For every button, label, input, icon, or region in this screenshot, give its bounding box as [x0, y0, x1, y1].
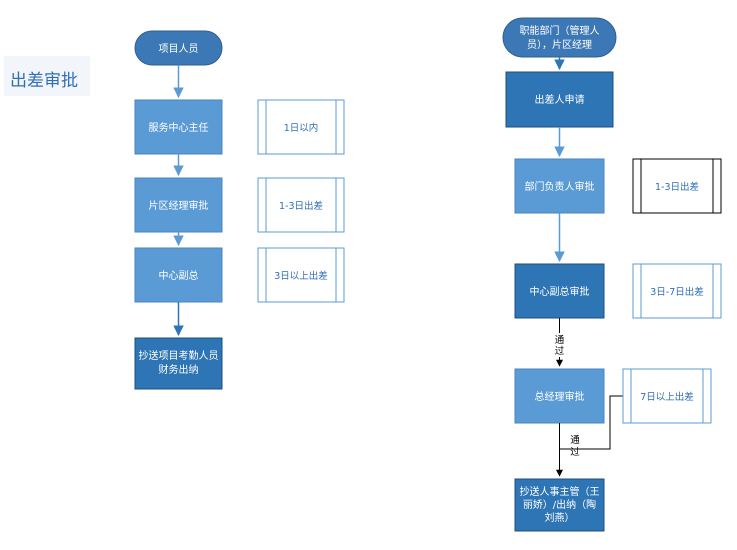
- svg-text:服务中心主任: 服务中心主任: [149, 121, 209, 134]
- svg-text:中心副总审批: 中心副总审批: [530, 285, 590, 298]
- svg-text:员），片区经理: 员），片区经理: [527, 38, 592, 51]
- connector-gm-note: [560, 395, 623, 450]
- svg-text:1-3日出差: 1-3日出差: [279, 200, 323, 212]
- left-note-1: 1日以内: [257, 99, 345, 155]
- left-node-cc-attendance-finance: 抄送项目考勤人员 财务出纳: [134, 337, 223, 390]
- edge-label-pass-1a: 通: [555, 335, 565, 346]
- svg-text:抄送人事主管（王: 抄送人事主管（王: [520, 485, 600, 498]
- left-note-2: 1-3日出差: [257, 177, 345, 233]
- svg-text:7日以上出差: 7日以上出差: [640, 391, 694, 403]
- right-start-node: 职能部门（管理人 员），片区经理: [502, 17, 617, 58]
- left-node-area-manager: 片区经理审批: [134, 177, 223, 233]
- edge-label-pass-1b: 过: [555, 345, 565, 357]
- right-node-cc-hr-finance: 抄送人事主管（王 丽娇）/出纳（陶 刘燕）: [514, 478, 605, 532]
- svg-text:3日以上出差: 3日以上出差: [274, 270, 328, 282]
- svg-text:1日以内: 1日以内: [284, 122, 319, 134]
- right-node-vice-president: 中心副总审批: [514, 263, 605, 319]
- right-note-1: 1-3日出差: [632, 158, 722, 214]
- svg-text:刘燕）: 刘燕）: [545, 512, 575, 524]
- left-node-service-director: 服务中心主任: [134, 99, 223, 155]
- svg-text:职能部门（管理人: 职能部门（管理人: [520, 24, 600, 37]
- svg-text:财务出纳: 财务出纳: [159, 363, 199, 376]
- left-start-node: 项目人员: [134, 30, 223, 66]
- svg-text:片区经理审批: 片区经理审批: [149, 199, 209, 212]
- svg-text:3日-7日出差: 3日-7日出差: [650, 286, 704, 298]
- edge-label-bg-1: [552, 333, 566, 357]
- title-background: [4, 56, 90, 96]
- svg-text:总经理审批: 总经理审批: [535, 390, 585, 403]
- right-node-dept-head: 部门负责人审批: [514, 158, 605, 214]
- edge-label-pass-2b: 过: [570, 446, 580, 458]
- svg-text:1-3日出差: 1-3日出差: [655, 181, 699, 193]
- svg-text:出差人申请: 出差人申请: [535, 93, 585, 106]
- svg-text:项目人员: 项目人员: [159, 43, 199, 55]
- left-note-3: 3日以上出差: [257, 247, 345, 303]
- right-note-2: 3日-7日出差: [632, 263, 722, 319]
- right-note-3: 7日以上出差: [622, 368, 712, 424]
- edge-label-pass-2a: 通: [570, 435, 580, 446]
- svg-text:抄送项目考勤人员: 抄送项目考勤人员: [139, 349, 219, 362]
- left-node-vice-president: 中心副总: [134, 247, 223, 303]
- svg-text:部门负责人审批: 部门负责人审批: [525, 180, 595, 193]
- diagram-title: 出差审批: [10, 71, 78, 91]
- svg-text:中心副总: 中心副总: [159, 269, 199, 282]
- svg-text:丽娇）/出纳（陶: 丽娇）/出纳（陶: [523, 498, 596, 511]
- right-node-general-manager: 总经理审批: [514, 368, 605, 424]
- right-node-applicant: 出差人申请: [505, 71, 614, 128]
